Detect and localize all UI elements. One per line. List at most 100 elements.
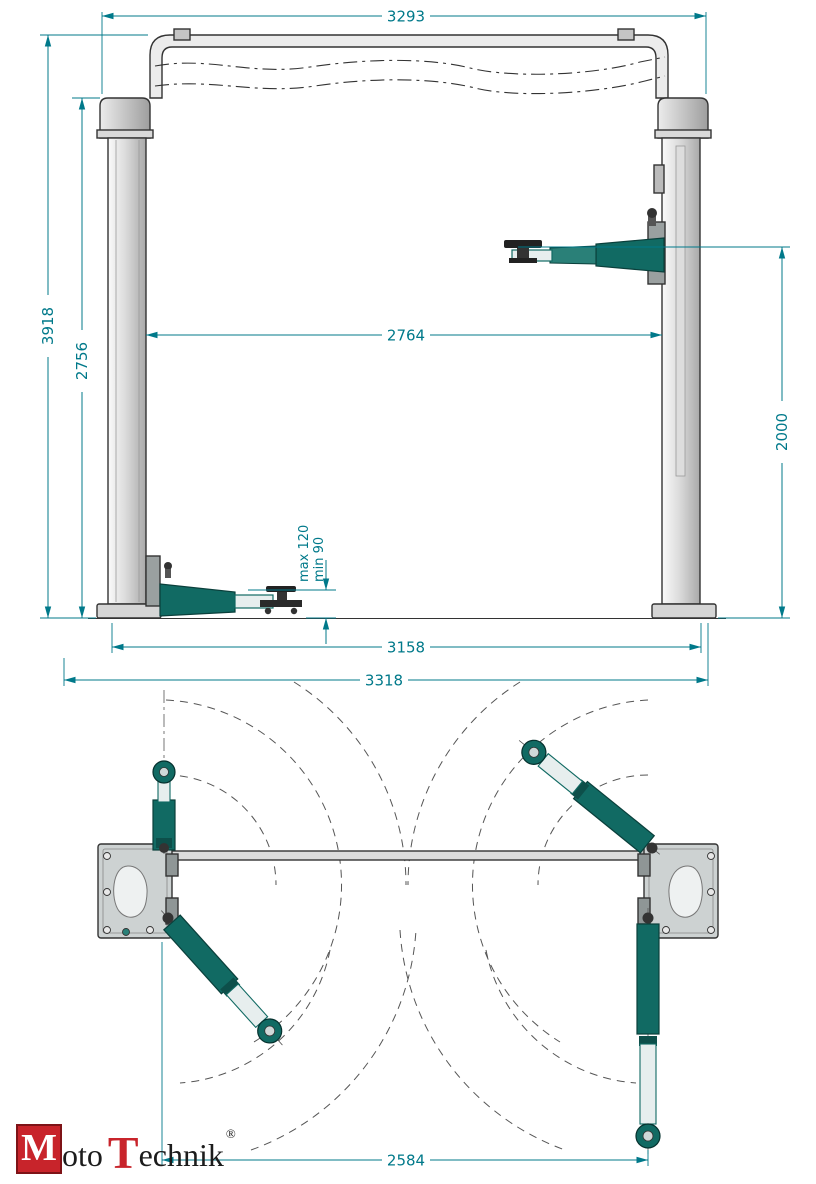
left-pad-stem	[277, 592, 287, 600]
swing-arc-right-max	[399, 929, 566, 1151]
arm-collar	[220, 977, 241, 997]
bolt	[662, 926, 670, 934]
logo-t-letter: T	[107, 1126, 139, 1178]
bolt	[103, 852, 111, 860]
pivot	[159, 843, 169, 853]
dim-beam-width-label: 3293	[387, 8, 425, 26]
arm-inner	[537, 752, 584, 795]
beam-junction-box-right	[617, 28, 635, 41]
arm-pad-center	[159, 767, 169, 777]
right-pad-foot	[509, 258, 537, 263]
dimension-column-height: 2756	[72, 97, 100, 618]
left-column-cap	[99, 97, 151, 139]
right-column	[651, 97, 717, 619]
bolt	[707, 852, 715, 860]
dimension-beam-width: 3293	[101, 7, 707, 94]
left-arm-knob-stem	[165, 569, 171, 578]
left-lower-swing-arm	[161, 910, 286, 1049]
right-arm-knob-stem	[648, 216, 656, 226]
swing-range-arcs	[165, 681, 649, 1151]
left-arm-outer-section	[159, 583, 236, 617]
arm-pad-center	[528, 746, 540, 758]
label-mask	[382, 1151, 430, 1169]
left-upper-swing-arm	[152, 690, 176, 856]
right-plate-teardrop-hole	[668, 865, 703, 918]
arm-outer	[162, 914, 239, 995]
pivot	[162, 912, 174, 924]
arm-inner	[639, 1043, 657, 1125]
right-pad-stem	[517, 248, 529, 259]
right-column-bracket	[653, 164, 665, 194]
dimension-arm-span: 2584	[161, 942, 649, 1170]
logo-m-box: M	[16, 1124, 62, 1174]
right-column-cap	[657, 97, 709, 139]
label-mask	[39, 295, 57, 357]
logo-echnik-text: echnik	[138, 1137, 224, 1173]
dim-lift-height-label: 2000	[773, 413, 791, 451]
dim-pad-max-label: max 120	[297, 525, 312, 582]
dim-arm-span-label: 2584	[387, 1152, 425, 1170]
dimension-total-height: 3918	[39, 34, 148, 619]
left-arm-roller-1	[264, 607, 272, 615]
arm-outer	[572, 780, 656, 854]
right-cap-flange	[654, 129, 712, 139]
dimension-base-width: 3158	[111, 623, 702, 657]
swing-arc-left-max	[250, 929, 417, 1151]
right-base-plate-front	[651, 603, 717, 619]
swing-arc-left-top	[293, 681, 407, 886]
bolt	[146, 926, 154, 934]
dim-overall-width-label: 3318	[365, 672, 403, 690]
right-post-base-plan	[637, 843, 719, 939]
right-pivot-block-upper	[637, 853, 651, 877]
right-arm-knob	[647, 208, 657, 218]
label-mask	[773, 401, 791, 463]
left-pad-cap	[266, 586, 296, 592]
arm-collar	[570, 779, 590, 800]
registered-trademark-symbol: ®	[225, 1126, 236, 1141]
plan-view: 2584	[97, 681, 719, 1170]
pivot	[646, 842, 658, 854]
bolt	[707, 888, 715, 896]
left-plate-anchor-bolts	[103, 852, 154, 936]
tie-bar	[169, 850, 669, 861]
right-arm-mid-section	[549, 245, 597, 265]
left-lift-arm-lowered	[145, 555, 302, 617]
beam-junction-box-left	[173, 28, 191, 41]
label-mask	[382, 638, 430, 656]
front-elevation-view: 3293 3918 2756 2764 2000	[39, 7, 791, 690]
left-plate-inner-contour	[102, 848, 168, 934]
swing-arc-right-top	[407, 681, 521, 886]
bolt	[707, 926, 715, 934]
bolt	[103, 888, 111, 896]
right-lower-swing-arm	[635, 908, 661, 1154]
label-mask	[360, 671, 408, 689]
right-plate-anchor-bolts	[662, 852, 715, 934]
dimension-lift-height: 2000	[518, 246, 791, 619]
left-column-body	[107, 137, 147, 605]
left-pivot-block-upper	[165, 853, 179, 877]
cable-break-lines	[154, 56, 666, 95]
pivot	[642, 912, 654, 924]
swing-arc-right-long	[485, 949, 637, 1084]
top-beam	[149, 34, 669, 99]
left-cap-flange	[96, 129, 154, 139]
left-column	[96, 97, 162, 619]
label-mask	[382, 7, 430, 25]
dimension-overall-width: 3318	[63, 623, 709, 690]
label-mask	[73, 330, 91, 392]
right-lift-arm-raised	[504, 208, 666, 285]
swing-arc-left-long	[179, 949, 331, 1084]
swing-arc-right-outer	[471, 699, 649, 1043]
left-arm-roller-2	[290, 607, 298, 615]
brand-logo: M oto T echnik ®	[16, 1124, 236, 1178]
arm-outer	[636, 923, 660, 1035]
right-pad-cap	[504, 240, 542, 248]
right-column-rail-slot	[675, 145, 686, 477]
dim-pad-min-label: min 90	[312, 537, 327, 582]
right-arm-outer-section	[595, 237, 665, 273]
left-pad-foot	[260, 600, 302, 607]
swing-arc-left-outer	[165, 699, 343, 1043]
left-arm-knob	[164, 562, 172, 570]
bolt	[103, 926, 111, 934]
